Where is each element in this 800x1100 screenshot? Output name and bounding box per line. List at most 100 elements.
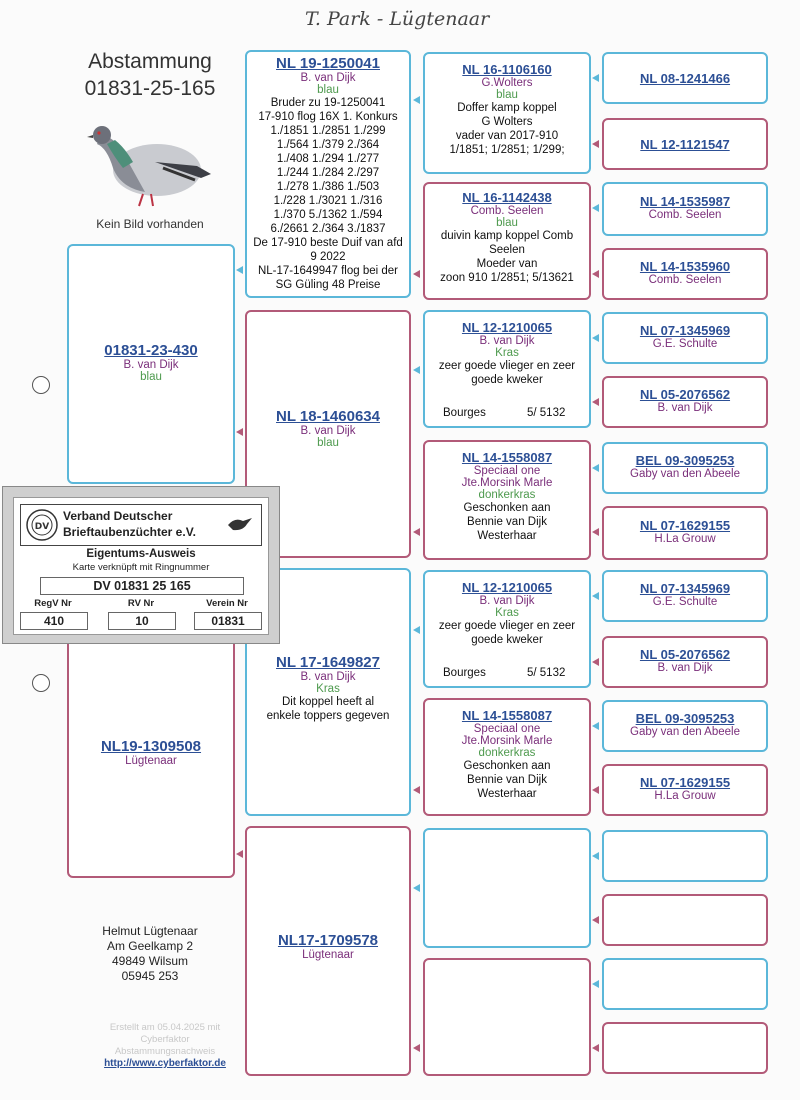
pedigree-ggg-box[interactable]: NL 14-1535960 Comb. Seelen [602, 248, 768, 300]
connector-arrow [592, 786, 599, 794]
pigeon-color: blau [140, 371, 162, 383]
ring-number[interactable]: NL 05-2076562 [639, 647, 731, 662]
ring-number[interactable]: NL17-1709578 [277, 932, 379, 949]
pedigree-ggg-box[interactable]: NL 07-1629155 H.La Grouw [602, 764, 768, 816]
ownership-card: DV Verband Deutscher Brieftaubenzüchter … [2, 486, 280, 644]
connector-arrow [236, 266, 243, 274]
connector-arrow [592, 204, 599, 212]
owner-name-2: Jte.Morsink Marle [461, 735, 553, 747]
pedigree-ggg-box[interactable]: NL 07-1629155 H.La Grouw [602, 506, 768, 560]
owner-name: G.Wolters [481, 77, 533, 89]
owner-name: H.La Grouw [654, 790, 716, 802]
owner-name: Comb. Seelen [470, 205, 544, 217]
pedigree-g4-box[interactable]: NL17-1709578 Lügtenaar [245, 826, 411, 1076]
ring-number[interactable]: NL 05-2076562 [639, 387, 731, 402]
ring-number[interactable]: NL 18-1460634 [276, 408, 380, 425]
pedigree-gg3-box[interactable]: NL 12-1210065 B. van Dijk Kras zeer goed… [423, 310, 591, 428]
ring-number[interactable]: NL 08-1241466 [639, 71, 731, 86]
pigeon-color: donkerkras [478, 747, 536, 759]
pedigree-ggg-box[interactable] [602, 830, 768, 882]
pigeon-color: blau [496, 89, 518, 101]
owner-name: B. van Dijk [300, 671, 356, 683]
pedigree-ggg-box[interactable]: NL 08-1241466 [602, 52, 768, 104]
ring-number[interactable]: NL 14-1535960 [639, 259, 731, 274]
pedigree-ggg-box[interactable] [602, 958, 768, 1010]
owner-name-2: Jte.Morsink Marle [461, 477, 553, 489]
ring-number[interactable]: 01831-23-430 [104, 342, 198, 359]
ring-number[interactable]: NL19-1309508 [100, 738, 202, 755]
connector-arrow [413, 1044, 420, 1052]
pedigree-ggg-box[interactable]: NL 05-2076562 B. van Dijk [602, 376, 768, 428]
ring-number[interactable]: BEL 09-3095253 [635, 453, 735, 468]
pedigree-ggg-box[interactable] [602, 894, 768, 946]
pedigree-g1-box[interactable]: NL 19-1250041 B. van Dijk blau Bruder zu… [245, 50, 411, 298]
ring-number[interactable]: NL 07-1345969 [639, 323, 731, 338]
ring-number[interactable]: NL 19-1250041 [276, 55, 380, 72]
breeder-address: Helmut Lügtenaar Am Geelkamp 2 49849 Wil… [70, 924, 230, 984]
card-value: 10 [108, 612, 176, 630]
owner-name: Gaby van den Abeele [630, 726, 740, 738]
footer-url[interactable]: http://www.cyberfaktor.de [104, 1058, 226, 1069]
owner-name: B. van Dijk [300, 425, 356, 437]
ring-number[interactable]: NL 07-1629155 [639, 518, 731, 533]
ring-number[interactable]: NL 07-1629155 [639, 775, 731, 790]
pedigree-ggg-box[interactable]: BEL 09-3095253 Gaby van den Abeele [602, 700, 768, 752]
pedigree-mother-box[interactable]: NL19-1309508 Lügtenaar [67, 612, 235, 878]
pedigree-subject-box[interactable]: 01831-23-430 B. van Dijk blau [67, 244, 235, 484]
owner-name: B. van Dijk [657, 662, 713, 674]
pedigree-gg6-box[interactable]: NL 14-1558087 Speciaal one Jte.Morsink M… [423, 698, 591, 816]
pigeon-color: donkerkras [478, 489, 536, 501]
svg-text:DV: DV [35, 522, 49, 532]
pedigree-ggg-box[interactable]: NL 12-1121547 [602, 118, 768, 170]
owner-name: Speciaal one [473, 465, 541, 477]
ring-number[interactable]: NL 16-1106160 [462, 62, 552, 77]
ring-number[interactable]: NL 07-1345969 [639, 581, 731, 596]
connector-arrow [236, 428, 243, 436]
ring-number[interactable]: NL 14-1535987 [639, 194, 731, 209]
ring-number[interactable]: NL 12-1121547 [640, 137, 730, 152]
pedigree-ggg-box[interactable]: NL 05-2076562 B. van Dijk [602, 636, 768, 688]
connector-arrow [413, 270, 420, 278]
pigeon-emblem-icon [228, 518, 252, 531]
footer-software: Cyberfaktor [140, 1034, 190, 1045]
connector-arrow [592, 334, 599, 342]
connector-arrow [592, 270, 599, 278]
card-subtitle: Karte verknüpft mit Ringnummer [72, 562, 210, 573]
card-value: 410 [20, 612, 88, 630]
pedigree-gg1-box[interactable]: NL 16-1106160 G.Wolters blau Doffer kamp… [423, 52, 591, 174]
pedigree-gg8-box[interactable] [423, 958, 591, 1076]
pedigree-ggg-box[interactable]: NL 14-1535987 Comb. Seelen [602, 182, 768, 236]
pedigree-gg5-box[interactable]: NL 12-1210065 B. van Dijk Kras zeer goed… [423, 570, 591, 688]
pedigree-gg4-box[interactable]: NL 14-1558087 Speciaal one Jte.Morsink M… [423, 440, 591, 560]
pedigree-ggg-box[interactable]: NL 07-1345969 G.E. Schulte [602, 312, 768, 364]
ring-number[interactable]: NL 12-1210065 [461, 580, 553, 595]
pedigree-gg2-box[interactable]: NL 16-1142438 Comb. Seelen blau duivin k… [423, 182, 591, 300]
card-ring-number: DV 01831 25 165 [40, 577, 244, 595]
pigeon-color: blau [317, 84, 339, 96]
connector-arrow [413, 884, 420, 892]
connector-arrow [592, 528, 599, 536]
connector-arrow [592, 74, 599, 82]
pedigree-ggg-box[interactable]: BEL 09-3095253 Gaby van den Abeele [602, 442, 768, 494]
card-header: DV Verband Deutscher Brieftaubenzüchter … [20, 504, 262, 546]
ring-number[interactable]: NL 12-1210065 [461, 320, 553, 335]
ring-number[interactable]: NL 16-1142438 [462, 190, 552, 205]
ring-number[interactable]: BEL 09-3095253 [635, 711, 735, 726]
pigeon-color: blau [317, 437, 339, 449]
ring-number[interactable]: NL 14-1558087 [461, 708, 553, 723]
pedigree-ggg-box[interactable]: NL 07-1345969 G.E. Schulte [602, 570, 768, 622]
pedigree-gg7-box[interactable] [423, 828, 591, 948]
connector-arrow [592, 398, 599, 406]
binder-hole [32, 376, 50, 394]
owner-name: B. van Dijk [123, 359, 179, 371]
pedigree-ggg-box[interactable] [602, 1022, 768, 1074]
ring-number[interactable]: NL 14-1558087 [461, 450, 553, 465]
owner-name: G.E. Schulte [652, 596, 718, 608]
connector-arrow [236, 850, 243, 858]
pigeon-number: 01831-25-165 [84, 77, 216, 100]
ring-number[interactable]: NL 17-1649827 [276, 654, 380, 671]
owner-name: Comb. Seelen [648, 209, 722, 221]
